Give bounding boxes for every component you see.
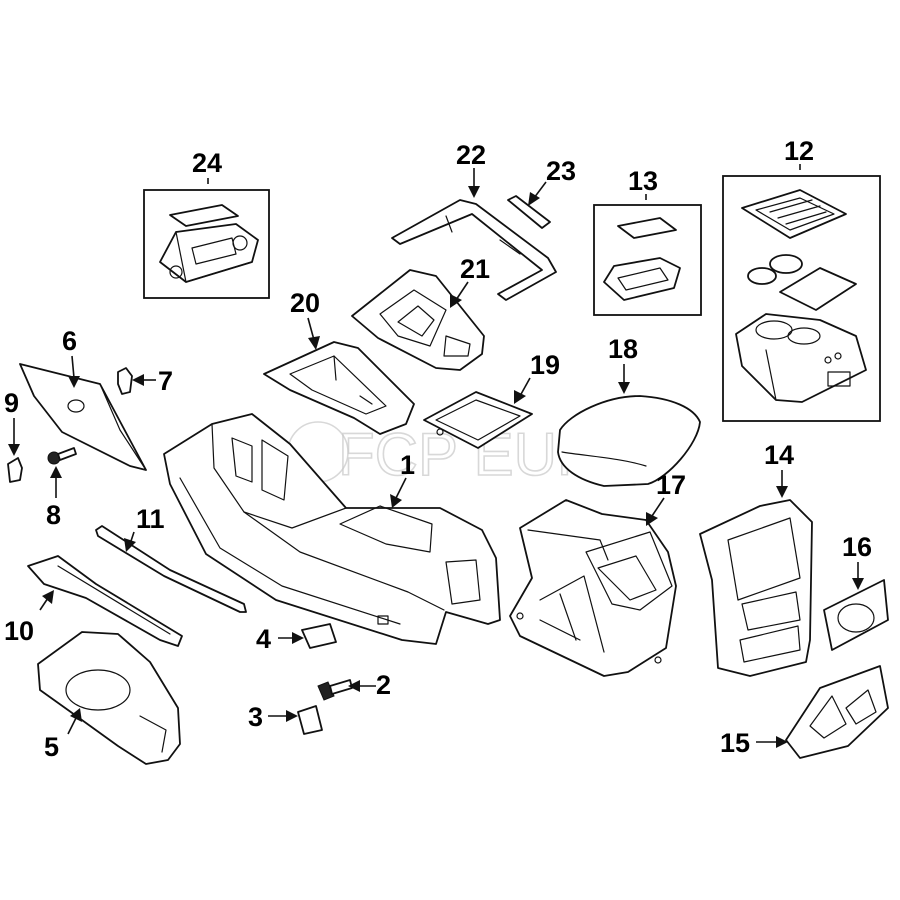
- part-6: [19, 363, 147, 471]
- callout-13: 13: [628, 166, 658, 196]
- callout-23: 23: [546, 156, 576, 186]
- callout-10: 10: [4, 616, 34, 646]
- part-24: [159, 204, 259, 283]
- group-box-24: [143, 189, 270, 299]
- group-box-12: [722, 175, 881, 422]
- callout-2: 2: [376, 670, 391, 700]
- callout-7: 7: [158, 366, 173, 396]
- callouts: 1 2 3 4 5 6 7 8 9 10 11 12 13 14 15 16 1…: [4, 136, 872, 762]
- part-23: [507, 195, 551, 229]
- part-22: [391, 199, 557, 301]
- part-17: [509, 499, 677, 677]
- part-4: [301, 623, 337, 649]
- callout-5: 5: [44, 732, 59, 762]
- part-16: [823, 579, 889, 651]
- callout-12: 12: [784, 136, 814, 166]
- part-12: [735, 189, 867, 403]
- part-19: [423, 391, 533, 449]
- part-20: [263, 341, 415, 435]
- callout-9: 9: [4, 388, 19, 418]
- part-2: [317, 679, 353, 701]
- callout-16: 16: [842, 532, 872, 562]
- callout-18: 18: [608, 334, 638, 364]
- callout-8: 8: [46, 500, 61, 530]
- callout-21: 21: [460, 254, 490, 284]
- part-10: [27, 555, 183, 647]
- part-14: [699, 499, 813, 677]
- callout-4: 4: [256, 624, 271, 654]
- callout-19: 19: [530, 350, 560, 380]
- callout-6: 6: [62, 326, 77, 356]
- callout-20: 20: [290, 288, 320, 318]
- callout-11: 11: [136, 504, 165, 534]
- callout-15: 15: [720, 728, 750, 758]
- callout-14: 14: [764, 440, 794, 470]
- part-8: [47, 447, 77, 465]
- part-15: [785, 665, 889, 759]
- part-1: [163, 413, 501, 645]
- part-3: [297, 705, 323, 735]
- leaders: [8, 164, 864, 748]
- callout-22: 22: [456, 140, 486, 170]
- part-5: [37, 631, 181, 765]
- callout-24: 24: [192, 148, 222, 178]
- part-13: [603, 217, 681, 301]
- part-18: [557, 395, 701, 487]
- callout-3: 3: [248, 702, 263, 732]
- part-21: [351, 269, 485, 371]
- group-box-13: [593, 204, 702, 316]
- callout-17: 17: [656, 470, 686, 500]
- part-7: [117, 367, 133, 395]
- callout-1: 1: [400, 450, 415, 480]
- part-9: [7, 457, 23, 483]
